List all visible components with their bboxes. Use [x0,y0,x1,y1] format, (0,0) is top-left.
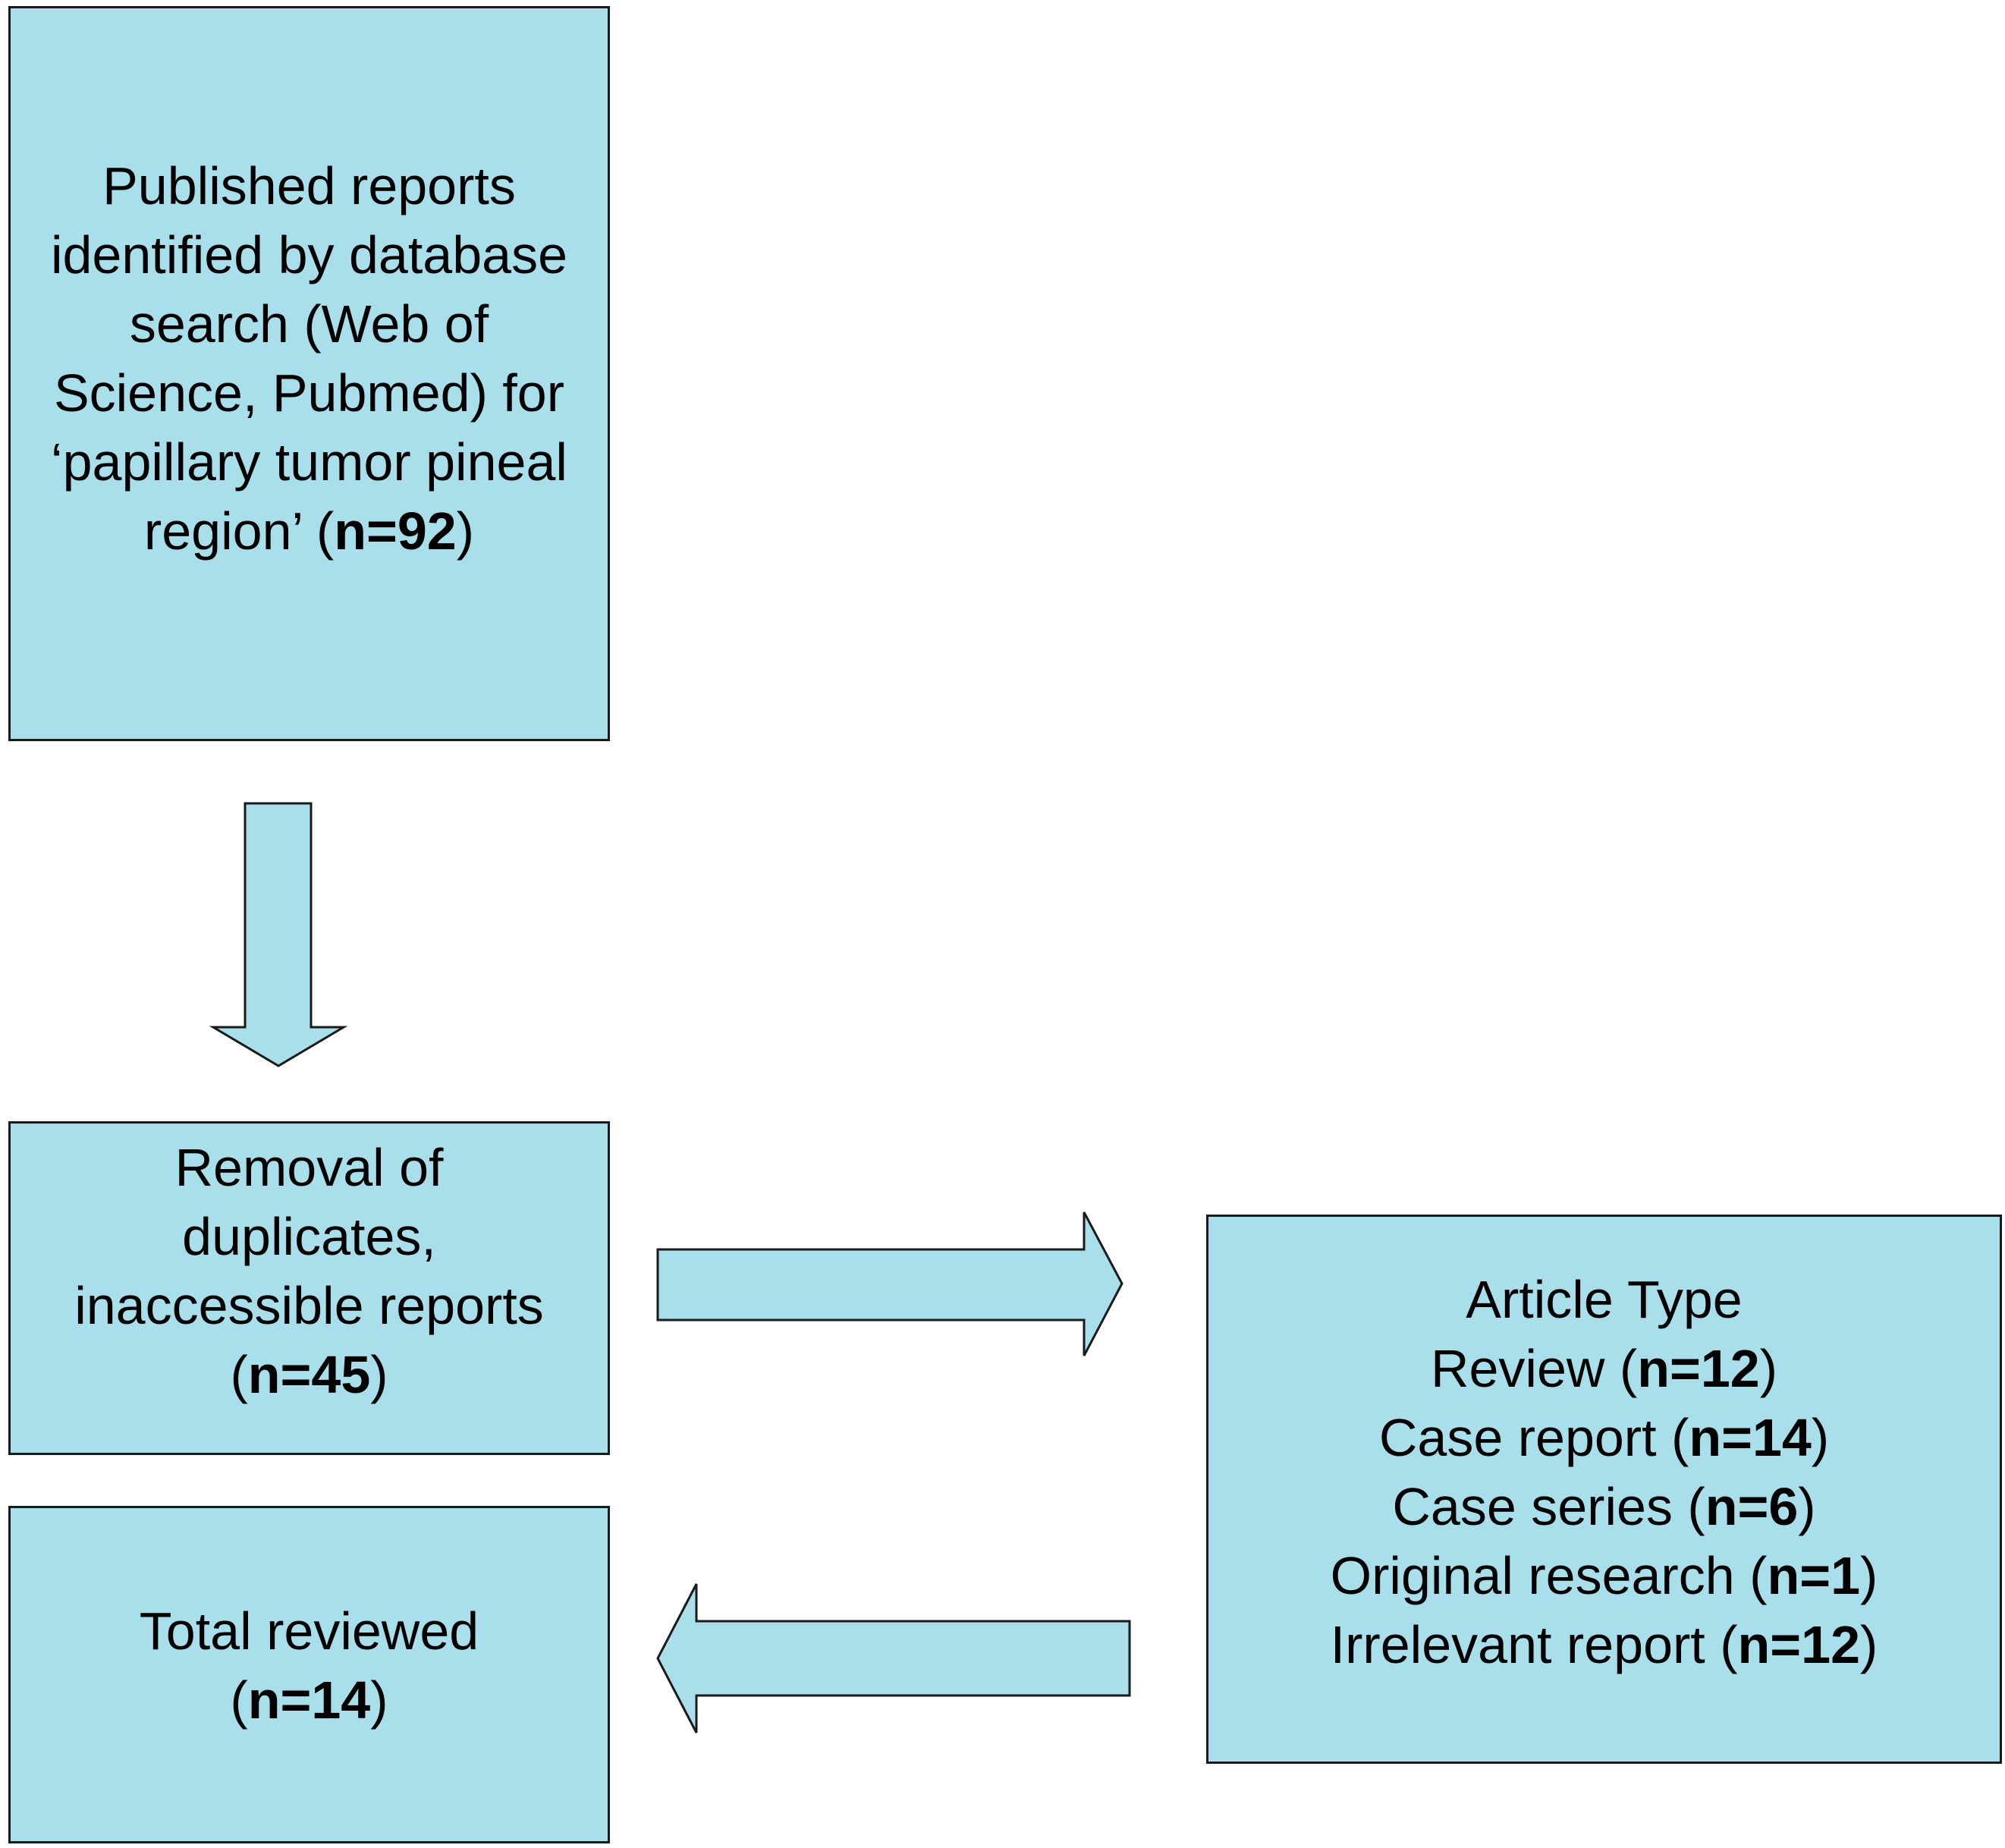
total-count-prefix: ( [230,1670,248,1730]
arrow-right-removal-to-article-type [656,1212,1123,1356]
removal-line-3: inaccessible reports [74,1275,544,1335]
article-type-item: Case series (n=6) [1331,1472,1878,1542]
total-line-2: (n=14) [140,1666,479,1735]
removal-count: n=45 [247,1344,371,1404]
article-type-count: n=1 [1767,1546,1861,1605]
article-type-count: n=12 [1737,1615,1861,1674]
search-line-5: ‘papillary tumor pineal [51,432,567,492]
article-type-label: Case series ( [1392,1477,1705,1536]
search-count-prefix: region’ ( [143,501,335,561]
article-type-suffix: ) [1860,1546,1878,1605]
removal-count-suffix: ) [370,1344,388,1404]
search-count-suffix: ) [456,501,475,561]
article-type-item: Irrelevant report (n=12) [1331,1611,1878,1680]
arrow-left-article-type-to-total [656,1583,1131,1733]
search-count: n=92 [334,501,457,561]
search-line-2: identified by database [50,225,568,284]
arrow-down-search-to-removal [209,802,348,1067]
removal-line-4: (n=45) [74,1340,544,1410]
total-count: n=14 [247,1670,371,1730]
removal-line-2: duplicates, [182,1206,436,1266]
article-type-item: Case report (n=14) [1331,1403,1878,1472]
article-type-count: n=14 [1689,1408,1812,1467]
removal-box: Removal of duplicates, inaccessible repo… [8,1121,610,1455]
article-type-suffix: ) [1798,1477,1816,1536]
search-line-3: search (Web of [129,294,489,354]
article-type-label: Case report ( [1378,1408,1689,1467]
article-type-label: Irrelevant report ( [1330,1615,1738,1674]
search-line-4: Science, Pubmed) for [53,363,565,423]
article-type-item: Review (n=12) [1331,1334,1878,1403]
article-type-suffix: ) [1811,1408,1830,1467]
article-type-heading: Article Type [1466,1270,1743,1329]
article-type-count: n=12 [1637,1339,1760,1398]
search-line-1: Published reports [102,156,516,215]
article-type-suffix: ) [1860,1615,1878,1674]
total-line-1: Total reviewed [139,1601,479,1661]
article-type-box: Article Type Review (n=12) Case report (… [1206,1215,2002,1764]
total-count-suffix: ) [370,1670,388,1730]
search-results-box: Published reports identified by database… [8,6,610,741]
total-reviewed-box: Total reviewed (n=14) [8,1506,610,1843]
article-type-label: Original research ( [1330,1546,1768,1605]
article-type-count: n=6 [1705,1477,1799,1536]
article-type-item: Original research (n=1) [1331,1542,1878,1611]
article-type-suffix: ) [1759,1339,1778,1398]
search-line-6: region’ (n=92) [51,497,567,566]
removal-count-prefix: ( [230,1344,248,1404]
article-type-label: Review ( [1430,1339,1638,1398]
removal-line-1: Removal of [174,1137,444,1197]
